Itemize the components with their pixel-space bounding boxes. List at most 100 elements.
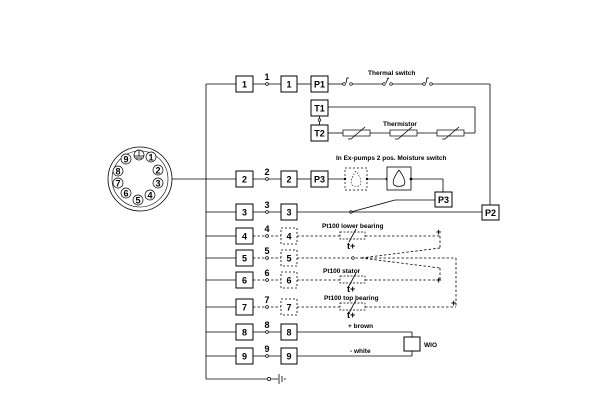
wire-node: [265, 256, 269, 260]
terminal-row-9: 999: [206, 344, 298, 365]
plus-label-3: +: [451, 298, 456, 308]
svg-text:6: 6: [123, 189, 128, 199]
terminal-left-label: 9: [242, 352, 247, 362]
svg-text:2: 2: [155, 166, 160, 176]
wire-number: 2: [264, 167, 269, 177]
terminal-right-label: 6: [286, 276, 291, 286]
terminal-row-3: 3 3 3: [206, 200, 298, 221]
moisture-switch: [385, 166, 444, 192]
svg-text:8: 8: [115, 167, 120, 177]
thermal-switch-label: Thermal switch: [368, 70, 415, 77]
t-plus-label-3: t+: [347, 310, 355, 320]
brown-wire-label: + brown: [348, 323, 373, 330]
wire-node: [265, 210, 269, 214]
p2-block: P2: [297, 204, 500, 221]
plus-label-1: +: [436, 227, 441, 237]
svg-text:T1: T1: [314, 104, 325, 114]
svg-text:3: 3: [155, 179, 160, 189]
wio-label: WIO: [424, 342, 437, 349]
svg-text:P1: P1: [314, 80, 325, 90]
connector-pin-3: 3: [152, 177, 164, 189]
pt100-lower-label: Pt100 lower bearing: [322, 223, 383, 230]
terminal-right-label: 8: [286, 328, 291, 338]
terminal-right-label: 7: [286, 303, 291, 313]
connector-plug: 1 2 3 4 5 6 7 8 9: [107, 146, 173, 212]
terminal-row-1: 1 1 1: [206, 72, 298, 93]
wire-node: [265, 354, 269, 358]
plus-label-2: +: [436, 275, 441, 285]
wire-number: 5: [264, 246, 269, 256]
terminal-left-label: 4: [242, 232, 247, 242]
terminal-right-label: 4: [286, 232, 291, 242]
pt100-top-label: Pt100 top bearing: [324, 295, 379, 302]
svg-text:P3: P3: [314, 175, 325, 185]
connector-pin-4: 4: [144, 189, 156, 201]
pt100-stator: [297, 272, 440, 287]
wire-number: 3: [264, 200, 269, 210]
terminal-left-label: 5: [242, 254, 247, 264]
terminal-right-label: 2: [286, 175, 291, 185]
terminal-row-7: 7 7 7: [206, 295, 298, 316]
svg-text:P2: P2: [485, 208, 496, 218]
ground-line: [206, 374, 286, 384]
t1-block: T1: [310, 99, 476, 133]
terminal-left-label: 7: [242, 303, 247, 313]
connector-pin-7: 7: [112, 177, 124, 189]
pt100-stator-label: Pt100 stator: [323, 268, 361, 275]
terminal-left-label: 1: [242, 80, 247, 90]
thermistor-label: Thermistor: [383, 121, 417, 128]
p3-block-right: P3: [349, 191, 453, 214]
thermistor-chain: [328, 126, 475, 140]
wire-node: [265, 278, 269, 282]
moisture-switch-ex: [343, 167, 387, 191]
terminal-right-label: 9: [286, 352, 291, 362]
connector-pin-1: 1: [145, 151, 157, 163]
terminal-right-label: 1: [286, 80, 291, 90]
terminal-row-5: 5 5 5: [206, 246, 298, 267]
terminal-left-label: 6: [242, 276, 247, 286]
wire-number: 4: [264, 224, 269, 234]
pt100-return: [297, 256, 457, 303]
p3-block-left: P3: [297, 170, 345, 188]
wire-number: 8: [264, 320, 269, 330]
terminal-row-8: 8 8 8: [206, 320, 298, 341]
svg-text:P3: P3: [438, 195, 449, 205]
terminal-row-6: 6 6 6: [206, 268, 298, 289]
terminal-right-label: 5: [286, 254, 291, 264]
wire-node: [265, 82, 269, 86]
thermal-switch: [328, 77, 491, 205]
wire-number: 1: [264, 72, 269, 82]
svg-text:5: 5: [135, 196, 140, 206]
terminal-left-label: 3: [242, 208, 247, 218]
svg-text:1: 1: [148, 153, 153, 163]
connector-pin-2: 2: [152, 164, 164, 176]
p1-block: P1: [297, 75, 329, 93]
connector-pin-9: 9: [120, 153, 132, 165]
t2-block: T2: [310, 124, 329, 142]
terminal-row-4: 4 4 4: [206, 224, 298, 245]
terminal-row-2: 222: [206, 167, 298, 188]
pt100-top-bearing: [297, 299, 457, 314]
moisture-switch-label: In Ex-pumps 2 pos. Moisture switch: [336, 155, 447, 162]
white-wire-label: - white: [350, 348, 371, 355]
t1-t2-link: [317, 116, 322, 125]
svg-text:9: 9: [123, 155, 128, 165]
terminal-right-label: 3: [286, 208, 291, 218]
connector-pin-8: 8: [112, 165, 124, 177]
terminal-left-label: 8: [242, 328, 247, 338]
pt100-lower-bearing: [297, 228, 441, 259]
t-plus-label-2: t+: [347, 284, 355, 294]
wire-node: [265, 234, 269, 238]
connector-pin-6: 6: [120, 187, 132, 199]
wio-sensor: WIO: [297, 331, 437, 357]
wire-node: [265, 305, 269, 309]
connector-ground-pin: [133, 149, 145, 161]
wire-number: 7: [264, 295, 269, 305]
svg-text:7: 7: [115, 179, 120, 189]
svg-text:T2: T2: [314, 129, 325, 139]
t-plus-label-1: t+: [347, 241, 355, 251]
wire-number: 6: [264, 268, 269, 278]
wire-node: [265, 330, 269, 334]
